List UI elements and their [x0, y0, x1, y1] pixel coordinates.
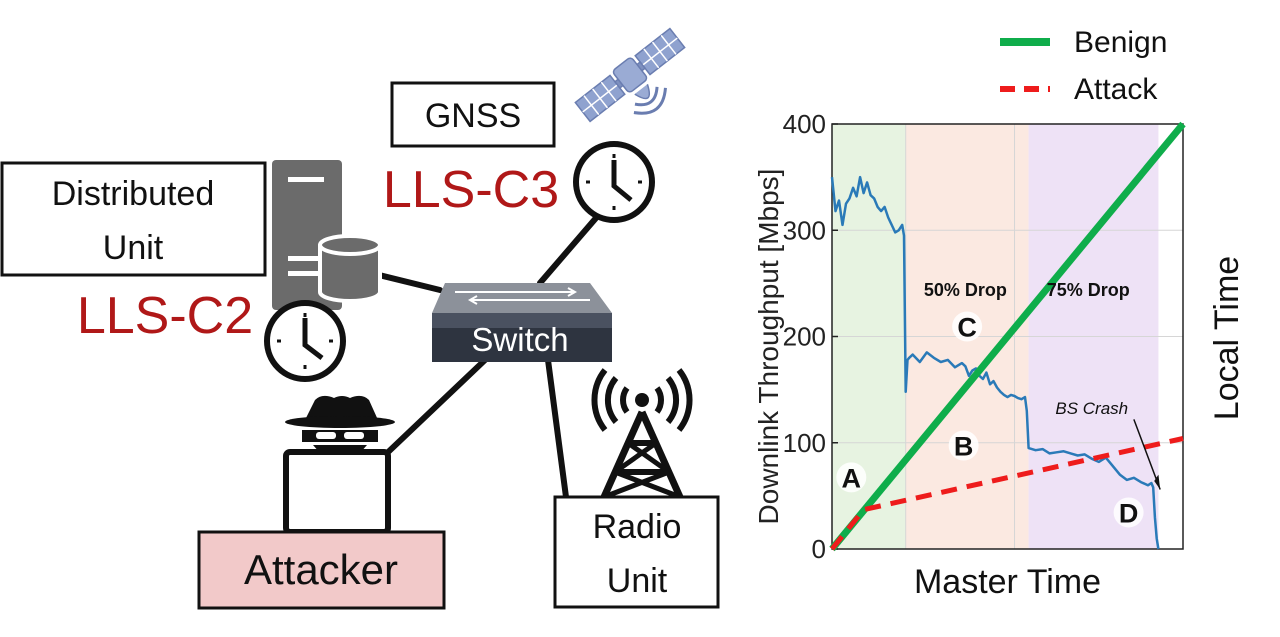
legend-label: Attack — [1074, 73, 1158, 106]
chart-annotation: 75% Drop — [1047, 280, 1130, 300]
du-label-line2: Unit — [103, 229, 164, 267]
attacker-label: Attacker — [244, 546, 398, 593]
y-tick-label: 200 — [783, 322, 826, 352]
satellite-icon — [574, 27, 686, 123]
switch-icon — [432, 283, 612, 362]
y-tick-label: 100 — [783, 428, 826, 458]
crash-arrow-line — [1133, 419, 1161, 490]
y-tick-label: 0 — [812, 534, 826, 564]
link-ru-switch — [545, 357, 569, 500]
du-clock-icon — [264, 300, 346, 382]
gnss-label: GNSS — [425, 97, 521, 135]
gnss-box — [390, 81, 556, 148]
series-line-attack — [830, 436, 1184, 551]
attacker-icon — [283, 395, 395, 542]
crash-arrow-head — [1154, 474, 1161, 490]
point-label: A — [842, 463, 862, 493]
y-tick-label: 400 — [783, 109, 826, 139]
point-label-halo — [948, 430, 979, 461]
switch-label: Switch — [471, 321, 568, 358]
legend-label: Benign — [1074, 26, 1167, 59]
point-label: B — [954, 432, 974, 462]
point-label: D — [1119, 498, 1139, 528]
radio-tower-icon — [591, 368, 693, 500]
network-links — [372, 215, 599, 500]
link-du-switch — [372, 271, 443, 293]
y-axis-label: Downlink Throughput [Mbps] — [753, 169, 784, 525]
radio-unit-box — [553, 495, 720, 609]
right-axis-label: Local Time — [1208, 256, 1246, 420]
link-attacker-switch — [382, 357, 488, 458]
chart-annotation: 50% Drop — [924, 280, 1007, 300]
ru-label-line2: Unit — [607, 562, 668, 600]
x-axis-label: Master Time — [914, 563, 1101, 601]
ru-label-line1: Radio — [593, 508, 682, 546]
distributed-unit-box — [0, 161, 267, 277]
attacker-box — [197, 530, 446, 610]
point-label-halo — [1113, 497, 1144, 528]
gnss-clock-icon — [573, 141, 655, 223]
du-profile-label: LLS-C2 — [77, 287, 253, 345]
gnss-profile-label: LLS-C3 — [383, 161, 559, 219]
point-label-halo — [952, 311, 983, 342]
chart-annotation: BS Crash — [1055, 399, 1128, 418]
y-tick-label: 300 — [783, 215, 826, 245]
du-label-line1: Distributed — [52, 175, 215, 213]
link-gnss-switch — [537, 215, 599, 286]
series-line-benign — [829, 121, 1186, 552]
point-label-halo — [836, 462, 867, 493]
point-label: C — [957, 313, 977, 343]
database-icon — [318, 234, 382, 303]
